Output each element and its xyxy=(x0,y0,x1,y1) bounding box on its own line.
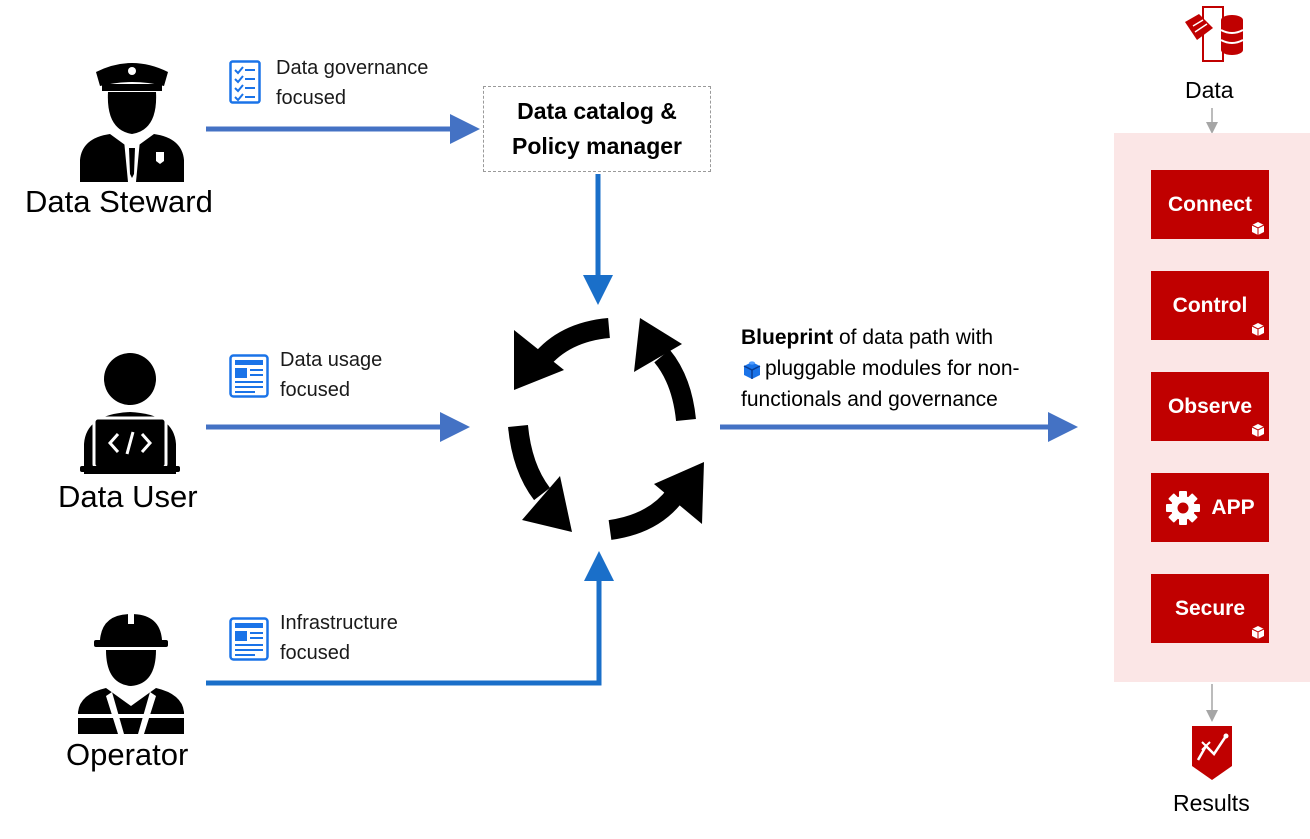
construction-worker-icon xyxy=(78,612,184,734)
blueprint-bold: Blueprint xyxy=(741,326,834,349)
operator-arrow xyxy=(206,551,614,686)
operator-note: Infrastructure focused xyxy=(280,612,398,664)
control-module: Control xyxy=(1151,271,1269,340)
lego-brick-icon xyxy=(743,360,761,379)
report-icon xyxy=(229,354,269,398)
developer-icon xyxy=(80,353,180,474)
checklist-icon xyxy=(229,60,261,104)
observe-module: Observe xyxy=(1151,372,1269,441)
connect-module: Connect xyxy=(1151,170,1269,239)
data-label: Data xyxy=(1185,77,1234,103)
steward-note: Data governance focused xyxy=(276,57,429,109)
lego-brick-icon xyxy=(1251,222,1265,235)
cycle-arrows-icon xyxy=(508,318,704,540)
gear-icon xyxy=(1166,490,1201,525)
report-icon xyxy=(229,617,269,661)
lego-brick-icon xyxy=(1251,323,1265,336)
secure-module: Secure xyxy=(1151,574,1269,643)
blueprint-description: Blueprint of data path with pluggable mo… xyxy=(741,326,1020,411)
data-catalog-policy-manager: Data catalog & Policy manager xyxy=(483,86,711,172)
police-officer-icon xyxy=(80,63,184,182)
database-icon xyxy=(1185,6,1244,62)
data-steward-label: Data Steward xyxy=(25,184,213,219)
lego-brick-icon xyxy=(1251,424,1265,437)
user-note: Data usage focused xyxy=(280,349,383,401)
lego-brick-icon xyxy=(1251,626,1265,639)
data-user-label: Data User xyxy=(58,479,198,514)
results-label: Results xyxy=(1173,790,1250,816)
operator-label: Operator xyxy=(66,737,189,772)
results-chart-icon xyxy=(1192,726,1232,780)
app-module: APP xyxy=(1151,473,1269,542)
